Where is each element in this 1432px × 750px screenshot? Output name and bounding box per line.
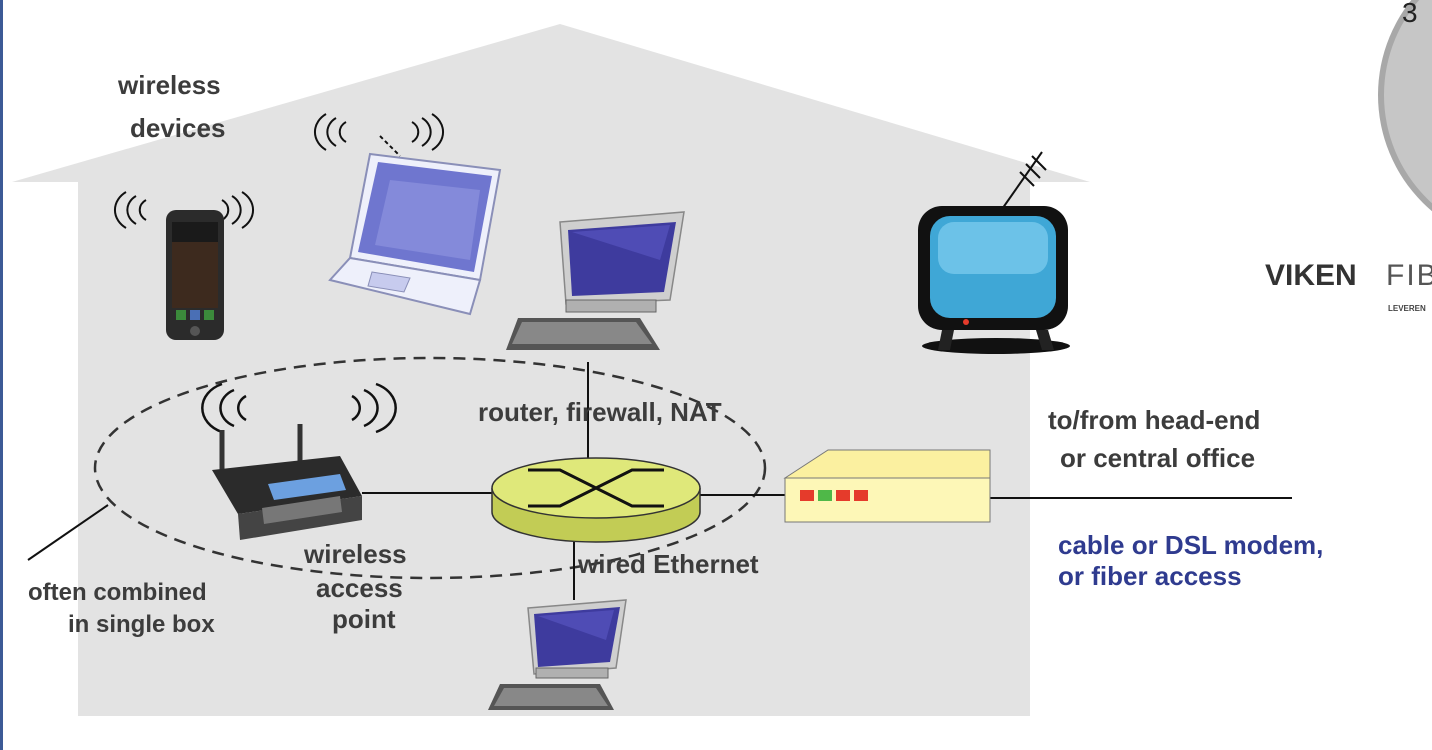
label-ap-3: point (332, 604, 396, 634)
wireless-waves (113, 113, 445, 434)
logo-text-light: FIB (1386, 259, 1432, 292)
label-combined-2: in single box (68, 611, 215, 638)
left-border (0, 0, 3, 750)
label-ap-2: access (316, 573, 403, 603)
logo-text-bold: VIKEN (1265, 259, 1357, 292)
viken-fiber-logo: VIKEN FIB LEVEREN (1265, 259, 1432, 313)
modem-icon (783, 449, 991, 523)
smartphone-icon (166, 210, 224, 340)
router-icon (491, 457, 701, 543)
label-ap-1: wireless (304, 539, 407, 569)
laptop-icon (328, 135, 502, 316)
label-wireless-devices-2: devices (130, 113, 226, 143)
label-router: router, firewall, NAT (478, 397, 722, 427)
badge-text: 3 (1402, 0, 1418, 28)
label-modem-1: cable or DSL modem, (1058, 530, 1324, 560)
laptop-waves-icon (313, 113, 445, 151)
desktop-pc-top-icon (506, 211, 685, 350)
connection-lines (27, 362, 1292, 600)
label-modem-2: or fiber access (1058, 561, 1242, 591)
led-green (818, 490, 832, 501)
ap-waves-icon (201, 382, 397, 434)
label-combined-1: often combined (28, 579, 207, 606)
television-icon (918, 151, 1070, 354)
led-red-3 (854, 490, 868, 501)
label-headend-1: to/from head-end (1048, 405, 1261, 435)
led-red-2 (836, 490, 850, 501)
desktop-pc-bottom-icon (488, 599, 627, 710)
logo-badge: 3 (1378, 0, 1432, 212)
combined-pointer-line (27, 504, 109, 561)
phone-waves-icon (113, 191, 255, 229)
access-point-icon (212, 424, 362, 540)
label-wired-ethernet: wired Ethernet (578, 549, 759, 579)
label-wireless-devices-1: wireless (118, 70, 221, 100)
logo-sub: LEVEREN (1388, 304, 1426, 313)
led-red-1 (800, 490, 814, 501)
combined-box-ellipse (93, 356, 767, 580)
house-shape (12, 24, 1090, 716)
label-headend-2: or central office (1060, 443, 1256, 473)
